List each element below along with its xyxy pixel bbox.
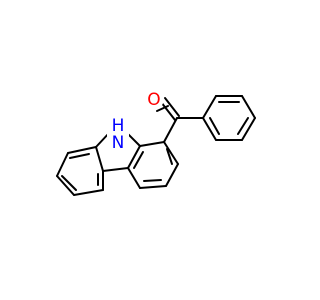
- oxygen-atom: O: [144, 89, 164, 110]
- nh-atom: H N: [107, 116, 129, 153]
- phenyl-ring: [202, 95, 256, 141]
- carbazole-left-ring: [56, 146, 104, 196]
- molecule-structure: O H N: [56, 89, 256, 196]
- carbazole-right-ring: [127, 141, 179, 189]
- carbonyl-bond: [156, 97, 180, 121]
- carbonyl-carbazole-bond: [163, 117, 178, 143]
- nitrogen-label: N: [112, 133, 125, 153]
- nh-hydrogen-label: H: [112, 116, 125, 136]
- oxygen-label: O: [147, 90, 160, 110]
